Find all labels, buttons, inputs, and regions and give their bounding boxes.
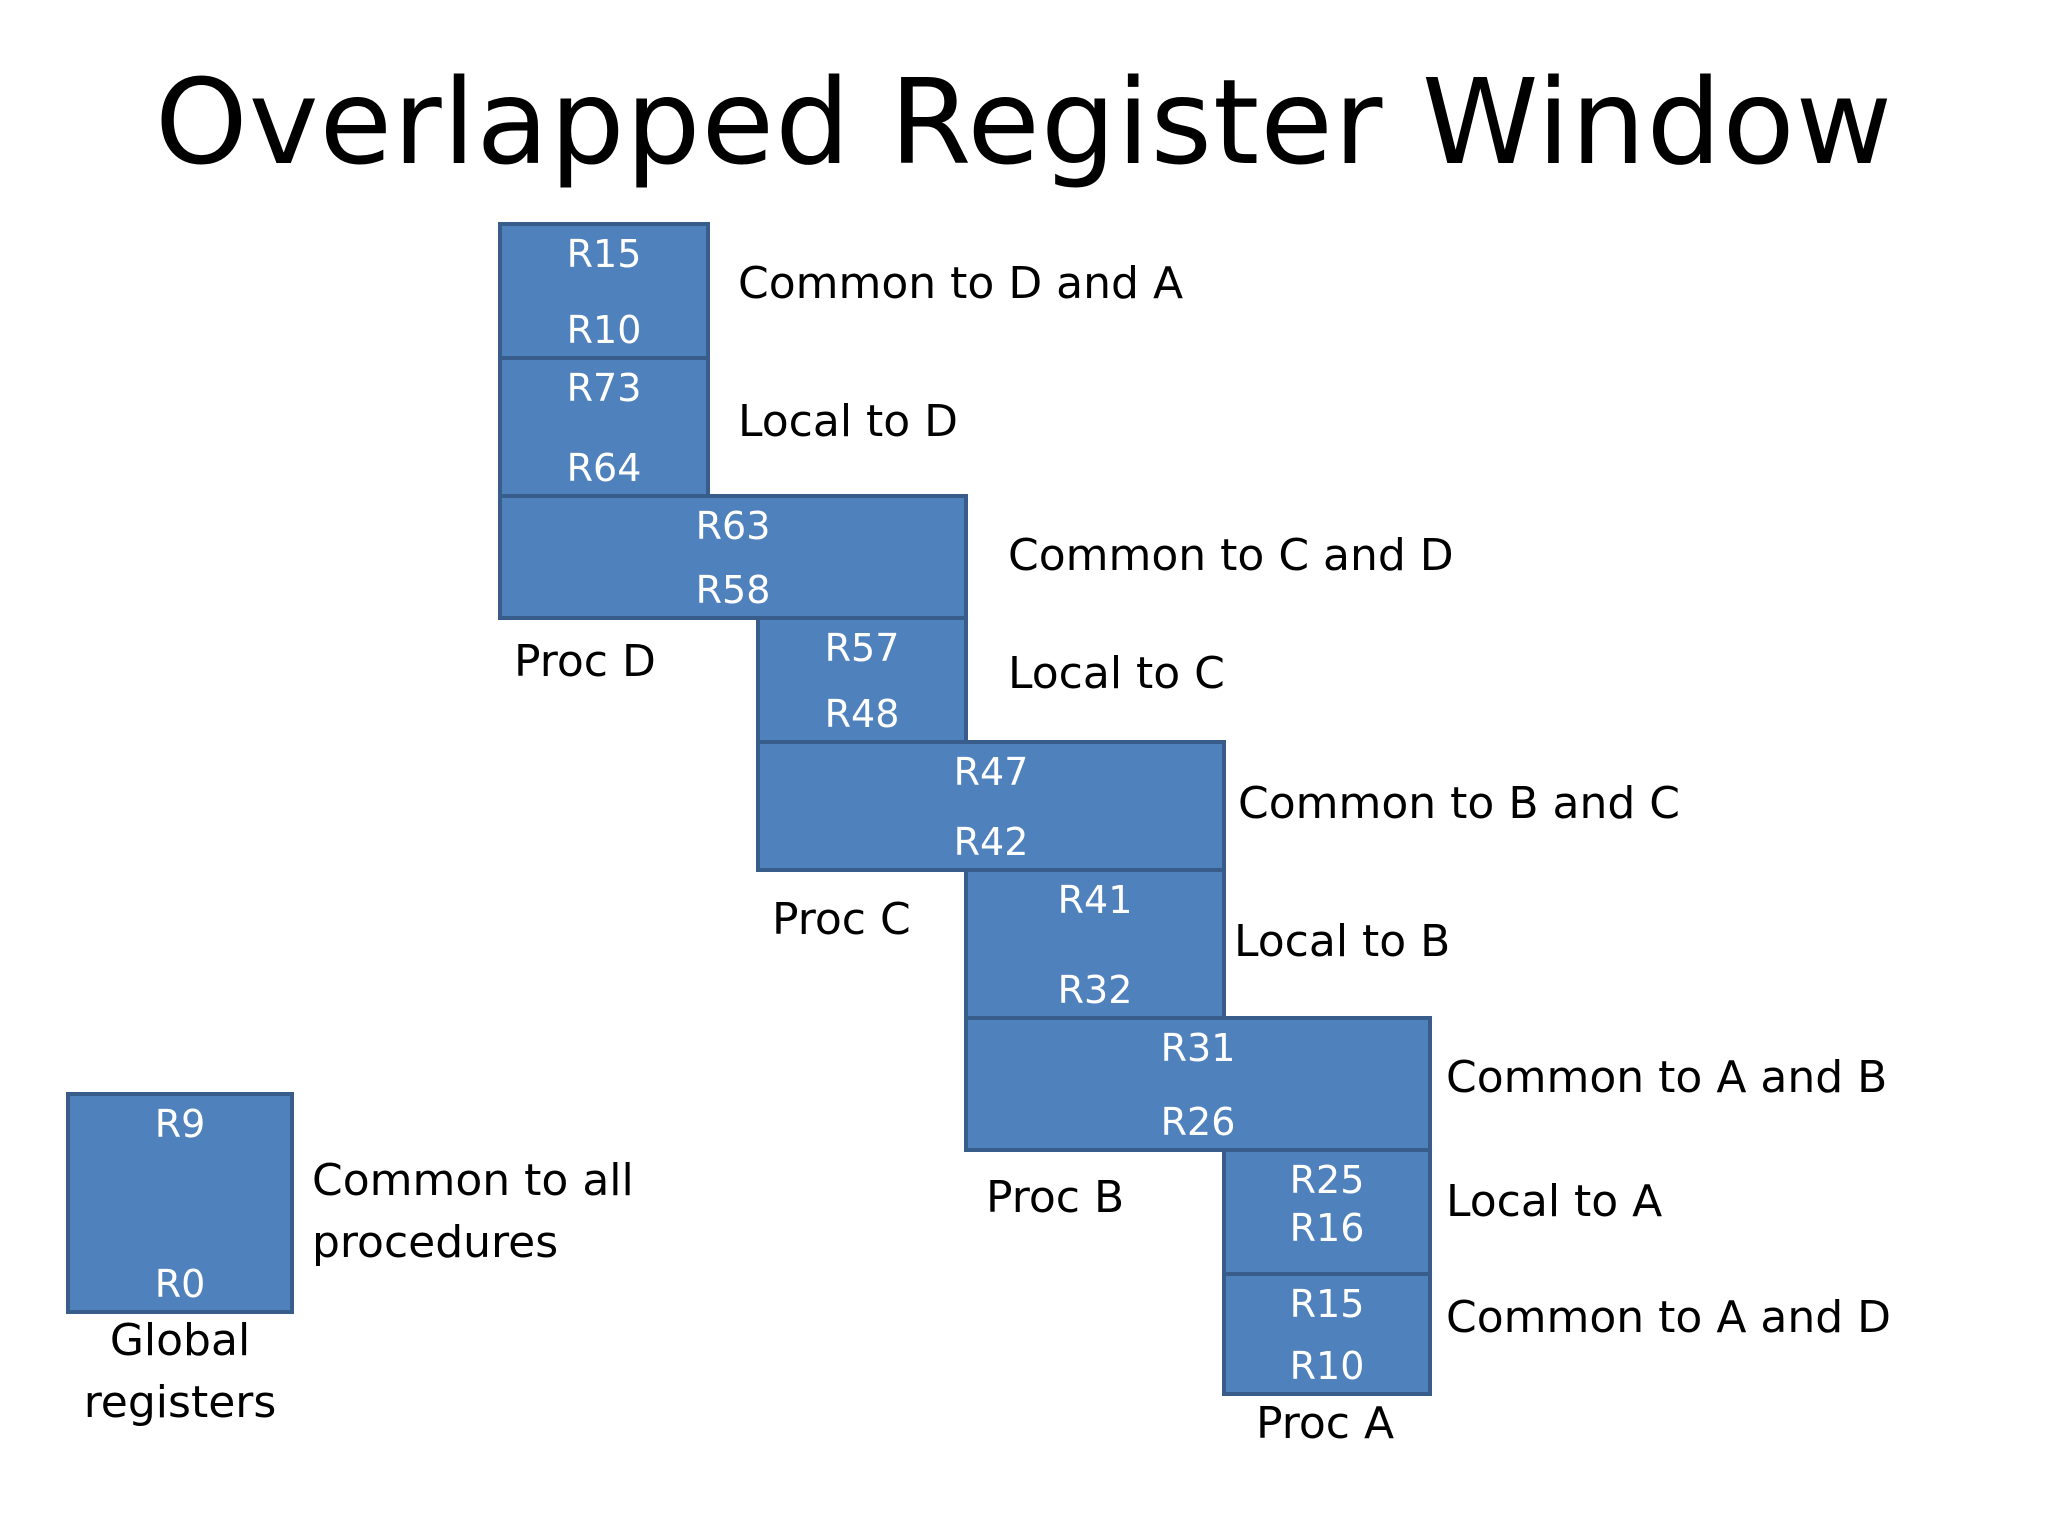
register-label-bottom: R58 bbox=[695, 568, 771, 612]
label-common-to-all-line1: Common to all bbox=[312, 1155, 634, 1206]
register-label-top: R47 bbox=[953, 750, 1029, 794]
register-label-bottom: R16 bbox=[1289, 1206, 1365, 1250]
global-caption-line2: registers bbox=[83, 1377, 277, 1428]
register-label-top: R15 bbox=[1289, 1282, 1365, 1326]
label-local-d: Local to D bbox=[738, 396, 959, 447]
page-title: Overlapped Register Window bbox=[154, 53, 1894, 191]
proc-label-c: Proc C bbox=[772, 894, 911, 945]
register-label-top: R63 bbox=[695, 504, 771, 548]
label-local-c: Local to C bbox=[1008, 648, 1225, 699]
label-common-a-b: Common to A and B bbox=[1446, 1052, 1888, 1103]
register-label-bottom: R64 bbox=[566, 446, 642, 490]
proc-label-b: Proc B bbox=[986, 1172, 1125, 1223]
label-common-b-c: Common to B and C bbox=[1238, 778, 1680, 829]
register-block-d-local: R73 R64 bbox=[498, 356, 710, 498]
register-label-bottom: R32 bbox=[1057, 968, 1133, 1012]
proc-label-a: Proc A bbox=[1256, 1398, 1395, 1449]
register-label-bottom: R10 bbox=[566, 308, 642, 352]
label-common-c-d: Common to C and D bbox=[1008, 530, 1454, 581]
register-label-bottom: R42 bbox=[953, 820, 1029, 864]
register-label-top: R57 bbox=[824, 626, 900, 670]
register-block-dc-common: R63 R58 bbox=[498, 494, 968, 620]
global-registers-caption: Global registers bbox=[40, 1310, 320, 1434]
register-block-d-common-da: R15 R10 bbox=[498, 222, 710, 360]
register-label-top: R25 bbox=[1289, 1158, 1365, 1202]
label-common-to-all: Common to all procedures bbox=[312, 1150, 634, 1274]
proc-label-d: Proc D bbox=[514, 636, 656, 687]
register-label-bottom: R48 bbox=[824, 692, 900, 736]
register-label-top: R15 bbox=[566, 232, 642, 276]
label-common-a-d: Common to A and D bbox=[1446, 1292, 1892, 1343]
register-label-top: R41 bbox=[1057, 878, 1133, 922]
register-label-top: R73 bbox=[566, 366, 642, 410]
register-label-top: R31 bbox=[1160, 1026, 1236, 1070]
label-common-to-all-line2: procedures bbox=[312, 1217, 559, 1268]
register-label-bottom: R26 bbox=[1160, 1100, 1236, 1144]
register-block-a-local: R25 R16 bbox=[1222, 1148, 1432, 1276]
register-block-cb-common: R47 R42 bbox=[756, 740, 1226, 872]
label-local-a: Local to A bbox=[1446, 1176, 1663, 1227]
register-block-ba-common: R31 R26 bbox=[964, 1016, 1432, 1152]
register-label-bottom: R0 bbox=[154, 1262, 206, 1306]
register-block-a-common-ad: R15 R10 bbox=[1222, 1272, 1432, 1396]
register-block-global: R9 R0 bbox=[66, 1092, 294, 1314]
register-block-b-local: R41 R32 bbox=[964, 868, 1226, 1020]
global-caption-line1: Global bbox=[109, 1315, 251, 1366]
register-label-bottom: R10 bbox=[1289, 1344, 1365, 1388]
register-label-top: R9 bbox=[154, 1102, 206, 1146]
label-common-d-a: Common to D and A bbox=[738, 258, 1184, 309]
register-block-c-local: R57 R48 bbox=[756, 616, 968, 744]
label-local-b: Local to B bbox=[1234, 916, 1451, 967]
